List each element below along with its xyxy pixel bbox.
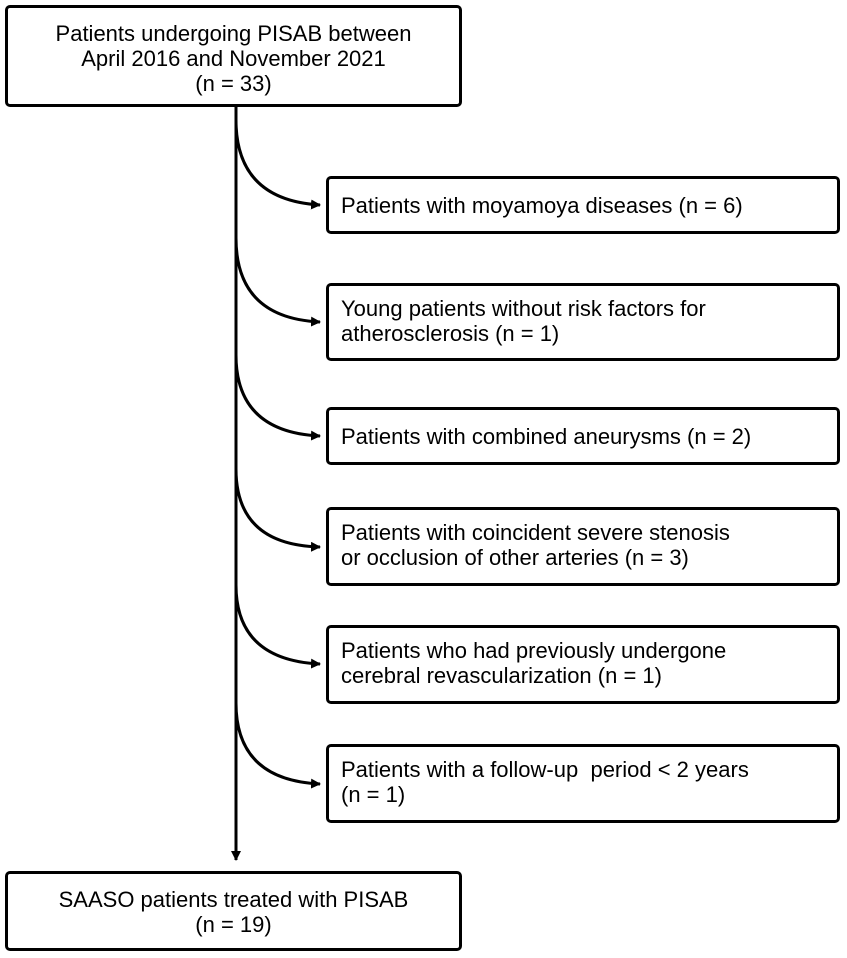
exclusion-arrow-4 (234, 468, 321, 552)
exclusion-box-follow-up: Patients with a follow-up period < 2 yea… (326, 744, 840, 823)
exclusion-arrow-6 (234, 702, 321, 789)
final-cohort-box: SAASO patients treated with PISAB (n = 1… (5, 871, 462, 951)
exclusion-box-young-patients: Young patients without risk factors for … (326, 283, 840, 361)
exclusion-arrow-5 (234, 584, 321, 669)
final-cohort-line-1: SAASO patients treated with PISAB (58, 887, 409, 912)
exclusion-box-stenosis: Patients with coincident severe stenosis… (326, 507, 840, 586)
exclusion-arrow-2 (234, 237, 321, 327)
exclusion-4-line-1: Patients with coincident severe stenosis (341, 520, 730, 545)
exclusion-5-line-2: cerebral revascularization (n = 1) (341, 663, 662, 688)
exclusion-6-line-1: Patients with a follow-up period < 2 yea… (341, 757, 749, 782)
exclusion-box-revascularization: Patients who had previously undergone ce… (326, 625, 840, 704)
exclusion-6-line-2: (n = 1) (341, 782, 406, 807)
exclusion-2-line-2: atherosclerosis (n = 1) (341, 321, 560, 346)
exclusion-5-line-1: Patients who had previously undergone (341, 638, 727, 663)
enrolled-patients-box: Patients undergoing PISAB between April … (5, 5, 462, 107)
exclusion-arrow-1 (234, 119, 321, 210)
exclusion-2-line-1: Young patients without risk factors for (341, 296, 706, 321)
exclusion-box-moyamoya: Patients with moyamoya diseases (n = 6) (326, 176, 840, 234)
exclusion-3-line-1: Patients with combined aneurysms (n = 2) (341, 424, 752, 449)
exclusion-1-line-1: Patients with moyamoya diseases (n = 6) (341, 193, 743, 218)
enrolled-line-2: April 2016 and November 2021 (81, 46, 386, 71)
exclusion-box-aneurysms: Patients with combined aneurysms (n = 2) (326, 407, 840, 465)
exclusion-4-line-2: or occlusion of other arteries (n = 3) (341, 545, 689, 570)
exclusion-arrow-3 (234, 354, 321, 441)
enrolled-count: (n = 33) (195, 71, 272, 96)
final-cohort-count: (n = 19) (195, 912, 272, 937)
enrolled-line-1: Patients undergoing PISAB between (55, 21, 412, 46)
